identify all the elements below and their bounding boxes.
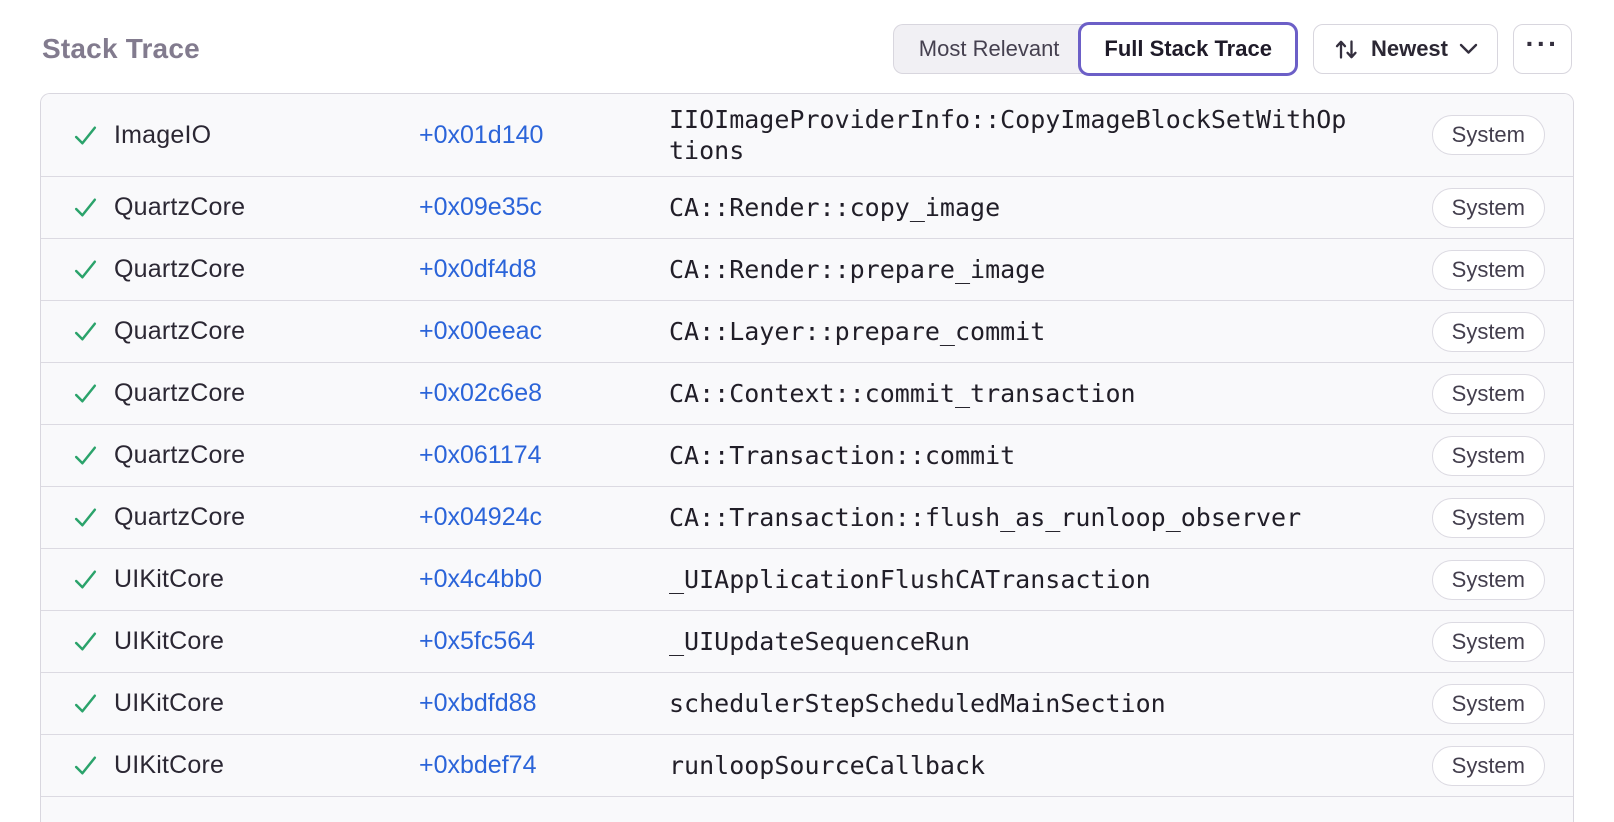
sort-newest-label: Newest	[1370, 36, 1448, 61]
function-name: schedulerStepScheduledMainSection	[669, 689, 1166, 718]
module-name: QuartzCore	[114, 441, 246, 469]
address-link[interactable]: +0x02c6e8	[419, 379, 543, 407]
function-name: CA::Context::commit_transaction	[669, 379, 1136, 408]
function-name: IIOImageProviderInfo::CopyImageBlockSetW…	[669, 105, 1347, 165]
module-name: UIKitCore	[114, 689, 225, 717]
function-name: CA::Transaction::flush_as_runloop_observ…	[669, 503, 1302, 532]
system-badge: System	[1431, 311, 1545, 352]
system-badge: System	[1431, 497, 1545, 538]
address-link[interactable]: +0x00eeac	[419, 317, 543, 345]
module-name: QuartzCore	[114, 503, 246, 531]
in-app-check-icon	[71, 565, 114, 594]
more-options-button[interactable]: ···	[1513, 24, 1572, 74]
in-app-check-icon	[71, 121, 114, 150]
in-app-check-icon	[71, 751, 114, 780]
in-app-check-icon	[71, 503, 114, 532]
function-name: CA::Render::copy_image	[669, 193, 1001, 222]
address-link[interactable]: +0x01d140	[419, 120, 544, 149]
address-link[interactable]: +0x0df4d8	[419, 255, 537, 283]
system-badge: System	[1431, 115, 1545, 155]
sort-arrows-icon	[1333, 36, 1360, 63]
in-app-check-icon	[71, 317, 114, 346]
address-link[interactable]: +0x061174	[419, 441, 542, 469]
chevron-down-icon	[1459, 43, 1478, 55]
in-app-check-icon	[71, 255, 114, 284]
function-name: _UIUpdateSequenceRun	[669, 627, 971, 656]
view-toggle-group: Most Relevant Full Stack Trace	[892, 22, 1298, 76]
module-name: UIKitCore	[114, 751, 225, 779]
system-badge: System	[1431, 373, 1545, 414]
system-badge: System	[1431, 745, 1545, 786]
system-badge: System	[1431, 187, 1545, 228]
table-row[interactable]: UIKitCore +0xbdfd88 schedulerStepSchedul…	[41, 673, 1573, 735]
full-stack-trace-button[interactable]: Full Stack Trace	[1078, 22, 1298, 76]
table-row[interactable]: QuartzCore +0x061174 CA::Transaction::co…	[41, 425, 1573, 487]
module-name: UIKitCore	[114, 627, 225, 655]
module-name: QuartzCore	[114, 193, 246, 221]
address-link[interactable]: +0x04924c	[419, 503, 543, 531]
table-row[interactable]: UIKitCore +0xbdef74 runloopSourceCallbac…	[41, 735, 1573, 797]
table-row[interactable]: QuartzCore +0x02c6e8 CA::Context::commit…	[41, 363, 1573, 425]
ellipsis-icon: ···	[1525, 28, 1560, 59]
function-name: CA::Transaction::commit	[669, 441, 1016, 470]
function-name: _UIApplicationFlushCATransaction	[669, 565, 1151, 594]
table-row-partial[interactable]	[41, 797, 1573, 822]
system-badge: System	[1431, 435, 1545, 476]
in-app-check-icon	[71, 689, 114, 718]
function-name: CA::Layer::prepare_commit	[669, 317, 1046, 346]
address-link[interactable]: +0xbdef74	[419, 751, 537, 779]
module-name: QuartzCore	[114, 255, 246, 283]
in-app-check-icon	[71, 441, 114, 470]
function-name: CA::Render::prepare_image	[669, 255, 1046, 284]
in-app-check-icon	[71, 193, 114, 222]
most-relevant-button[interactable]: Most Relevant	[892, 24, 1085, 74]
table-row[interactable]: UIKitCore +0x5fc564 _UIUpdateSequenceRun…	[41, 611, 1573, 673]
header-controls: Most Relevant Full Stack Trace Newest	[892, 22, 1572, 76]
table-row[interactable]: ImageIO +0x01d140 IIOImageProviderInfo::…	[41, 94, 1573, 177]
stack-trace-table: ImageIO +0x01d140 IIOImageProviderInfo::…	[40, 93, 1574, 822]
module-name: UIKitCore	[114, 565, 225, 593]
system-badge: System	[1431, 683, 1545, 724]
system-badge: System	[1431, 621, 1545, 662]
table-row[interactable]: UIKitCore +0x4c4bb0 _UIApplicationFlushC…	[41, 549, 1573, 611]
table-row[interactable]: QuartzCore +0x04924c CA::Transaction::fl…	[41, 487, 1573, 549]
address-link[interactable]: +0x4c4bb0	[419, 565, 543, 593]
page-title: Stack Trace	[42, 33, 200, 64]
module-name: QuartzCore	[114, 317, 246, 345]
system-badge: System	[1431, 249, 1545, 290]
table-row[interactable]: QuartzCore +0x09e35c CA::Render::copy_im…	[41, 177, 1573, 239]
module-name: ImageIO	[114, 120, 212, 149]
address-link[interactable]: +0x09e35c	[419, 193, 543, 221]
address-link[interactable]: +0x5fc564	[419, 627, 536, 655]
address-link[interactable]: +0xbdfd88	[419, 689, 537, 717]
function-name: runloopSourceCallback	[669, 751, 986, 780]
in-app-check-icon	[71, 379, 114, 408]
system-badge: System	[1431, 559, 1545, 600]
in-app-check-icon	[71, 627, 114, 656]
panel-header: Stack Trace Most Relevant Full Stack Tra…	[0, 0, 1614, 76]
table-row[interactable]: QuartzCore +0x00eeac CA::Layer::prepare_…	[41, 301, 1573, 363]
table-row[interactable]: QuartzCore +0x0df4d8 CA::Render::prepare…	[41, 239, 1573, 301]
module-name: QuartzCore	[114, 379, 246, 407]
sort-newest-button[interactable]: Newest	[1312, 24, 1498, 74]
